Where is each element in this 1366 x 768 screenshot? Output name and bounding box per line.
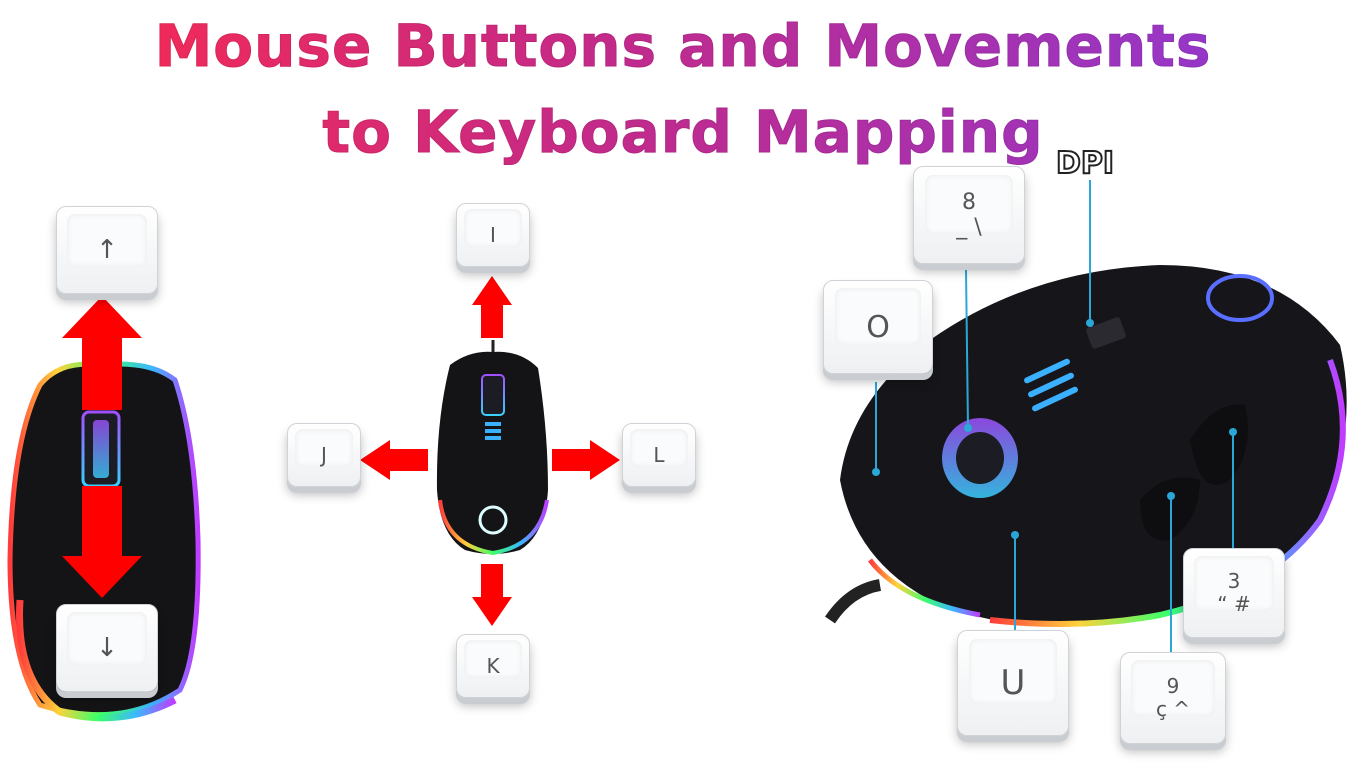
page-title-line1: Mouse Buttons and Movements xyxy=(0,12,1366,81)
key-i: I xyxy=(456,203,530,267)
double-arrow-vertical xyxy=(62,296,142,598)
key-o: O xyxy=(823,280,933,374)
key-l: L xyxy=(622,423,696,487)
key-i-label: I xyxy=(490,223,496,247)
mouse-middle xyxy=(436,340,549,556)
page-title-line2: to Keyboard Mapping xyxy=(0,98,1366,167)
key-8: 8 _ \ xyxy=(913,166,1025,264)
callout-dots xyxy=(872,319,1237,539)
key-8-bottom-label: _ \ xyxy=(956,215,982,240)
key-9-bottom-label: ç ^ xyxy=(1155,697,1191,721)
key-u: U xyxy=(957,630,1069,736)
key-o-label: O xyxy=(866,309,890,345)
key-3: 3 “ # xyxy=(1183,548,1285,638)
key-up-arrow: ↑ xyxy=(56,206,158,294)
key-9-top-label: 9 xyxy=(1166,674,1180,698)
key-j: J xyxy=(287,423,361,487)
key-down-arrow: ↓ xyxy=(56,604,158,692)
key-3-bottom-label: “ # xyxy=(1217,592,1251,616)
dpi-label: DPI xyxy=(1055,145,1115,182)
key-u-label: U xyxy=(1000,663,1026,703)
arrows-four-way xyxy=(360,276,620,626)
key-l-label: L xyxy=(653,443,665,467)
key-k-label: K xyxy=(486,654,500,678)
callout-lines xyxy=(875,180,1234,652)
key-k: K xyxy=(456,634,530,698)
key-8-top-label: 8 xyxy=(962,189,976,215)
down-arrow-icon: ↓ xyxy=(96,633,118,663)
up-arrow-icon: ↑ xyxy=(96,235,118,265)
key-9: 9 ç ^ xyxy=(1120,652,1226,744)
key-3-top-label: 3 xyxy=(1227,569,1241,593)
key-j-label: J xyxy=(321,443,327,467)
